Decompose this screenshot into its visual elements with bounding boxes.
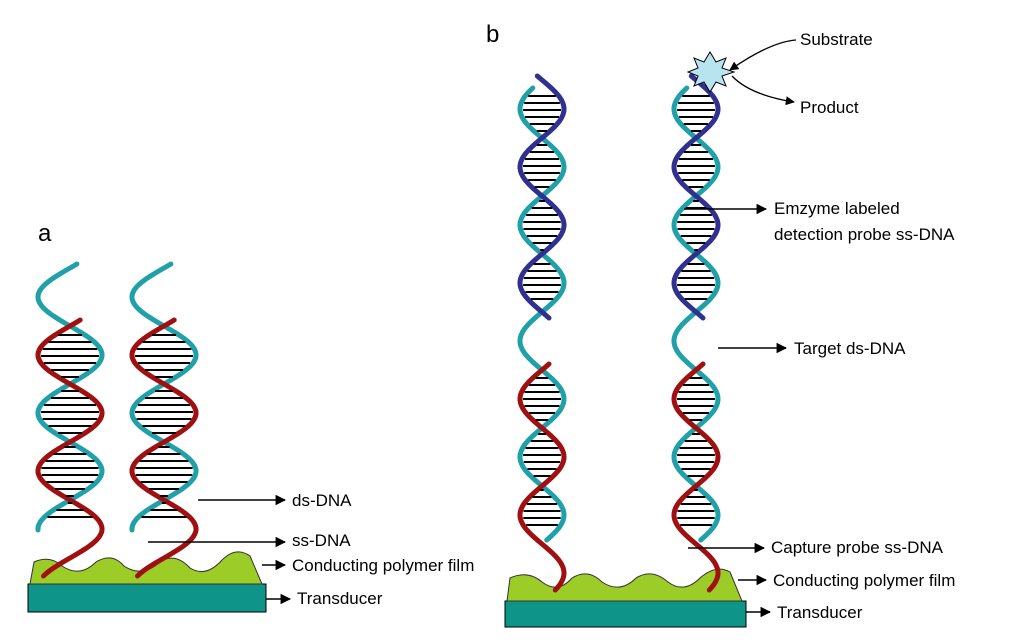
helixA2-strand-segment (129, 317, 199, 579)
label-ss-dna: ss-DNA (292, 531, 351, 550)
panel-a-helix-1 (35, 261, 105, 579)
panel-b-label-film: Conducting polymer film (773, 571, 955, 590)
helixA1-strand-segment (35, 261, 105, 533)
panel-a-label-film: Conducting polymer film (292, 556, 474, 575)
panel-b-helix-1 (517, 73, 567, 593)
enzyme-label-icon (686, 51, 736, 93)
panel-b-label-transducer: Transducer (777, 603, 863, 622)
helixB2-strand-segment (671, 85, 721, 543)
panel-a-label-transducer: Transducer (297, 589, 383, 608)
panel-a-letter: a (38, 220, 52, 247)
panel-a-helix-2 (129, 261, 199, 579)
substrate-arrow (729, 39, 797, 71)
label-enzyme-line2: detection probe ss-DNA (774, 225, 955, 244)
label-enzyme-line1: Emzyme labeled (774, 199, 900, 218)
helixA1-strand-segment (35, 317, 105, 579)
helixB2-strand-segment (671, 361, 721, 593)
panel-b-transducer (504, 600, 747, 628)
product-arrow (731, 75, 795, 106)
label-capture: Capture probe ss-DNA (771, 538, 944, 557)
panel-b-helix-2 (671, 73, 721, 593)
label-product: Product (800, 98, 859, 117)
label-target: Target ds-DNA (794, 339, 906, 358)
label-substrate: Substrate (800, 30, 873, 49)
panel-a-transducer (27, 583, 267, 613)
label-ds-dna: ds-DNA (292, 491, 352, 510)
helixB1-strand-segment (517, 85, 567, 543)
panel-b-letter: b (486, 21, 499, 48)
helixA2-strand-segment (129, 261, 199, 533)
panel-b-polymer-film (506, 568, 743, 602)
helixB2-strand-segment (671, 73, 721, 321)
helixB1-strand-segment (517, 73, 567, 321)
helixB1-strand-segment (517, 361, 567, 593)
